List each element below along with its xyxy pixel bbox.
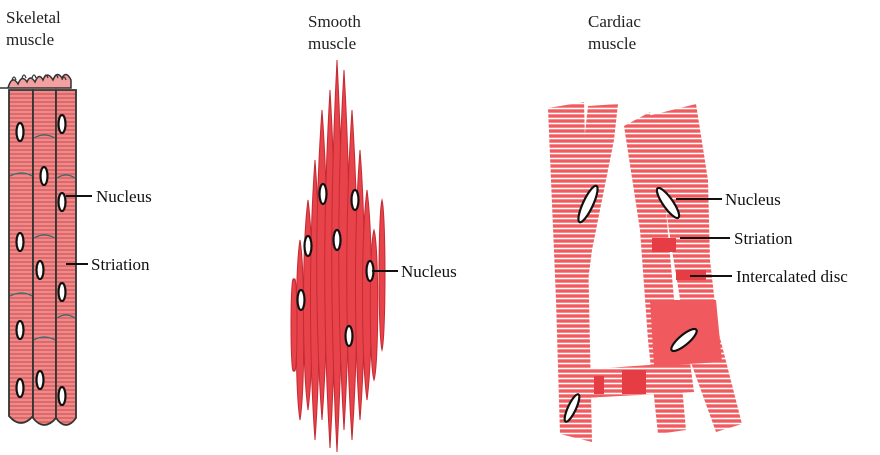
- skeletal-nucleus: [59, 193, 66, 211]
- cardiac-intercalated-disc-label: Intercalated disc: [736, 267, 848, 286]
- skeletal-muscle-illustration: [0, 74, 76, 425]
- smooth-nucleus: [334, 230, 341, 250]
- smooth-muscle-fiber: [291, 279, 297, 372]
- skeletal-fiber-3: [56, 90, 76, 425]
- smooth-muscle-fiber: [370, 230, 378, 380]
- cardiac-striation-label: Striation: [734, 229, 793, 248]
- smooth-nucleus-label: Nucleus: [401, 262, 457, 281]
- skeletal-nucleus: [37, 371, 44, 389]
- cardiac-nucleus-label: Nucleus: [725, 190, 781, 209]
- skeletal-nucleus: [17, 233, 24, 251]
- smooth-nucleus: [320, 184, 327, 204]
- smooth-nucleus: [305, 236, 312, 256]
- smooth-nucleus: [298, 290, 305, 310]
- skeletal-nucleus: [59, 115, 66, 133]
- skeletal-nucleus: [59, 283, 66, 301]
- smooth-nucleus: [352, 190, 359, 210]
- skeletal-nucleus: [17, 379, 24, 397]
- skeletal-nucleus: [17, 321, 24, 339]
- cardiac-muscle-illustration: [548, 102, 742, 442]
- skeletal-nucleus: [17, 123, 24, 141]
- skeletal-nucleus: [41, 167, 48, 185]
- smooth-muscle-illustration: [291, 60, 385, 452]
- skeletal-nucleus-label: Nucleus: [96, 187, 152, 206]
- smooth-nucleus: [346, 326, 353, 346]
- skeletal-nucleus: [37, 261, 44, 279]
- smooth-muscle-fibers: [291, 60, 385, 452]
- skeletal-nucleus: [59, 387, 66, 405]
- skeletal-striation-label: Striation: [91, 255, 150, 274]
- smooth-muscle-fiber: [379, 200, 385, 350]
